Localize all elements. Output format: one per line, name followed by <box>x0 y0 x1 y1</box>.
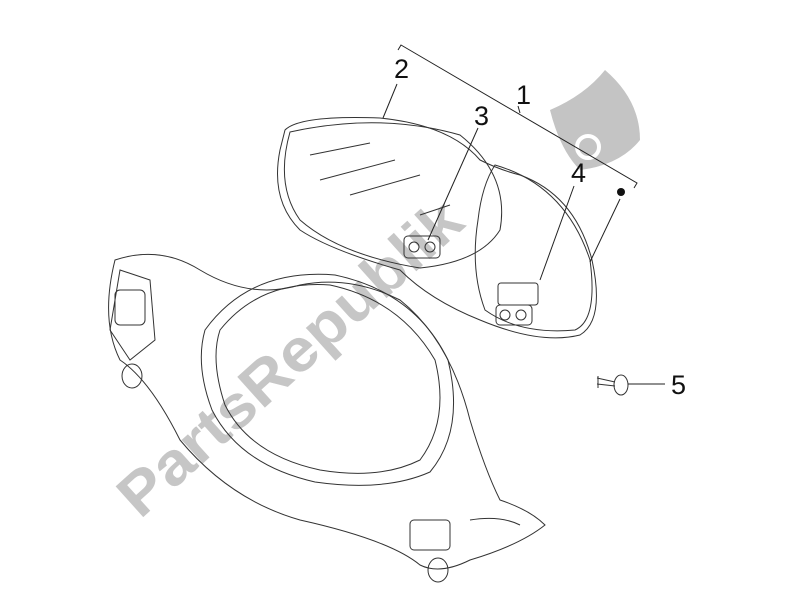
label-2: 2 <box>394 54 409 84</box>
leader-lines <box>382 44 665 385</box>
instrument-cluster-part <box>277 117 597 339</box>
label-3: 3 <box>474 101 489 131</box>
label-1: 1 <box>516 80 531 110</box>
screw-part <box>596 374 629 396</box>
handlebar-cover-part <box>108 253 546 583</box>
label-5: 5 <box>671 370 686 400</box>
leader-dot <box>617 188 625 196</box>
label-4: 4 <box>571 158 586 188</box>
watermark-text: PartsRepublik <box>104 185 476 530</box>
watermark-gear-logo <box>550 70 640 170</box>
